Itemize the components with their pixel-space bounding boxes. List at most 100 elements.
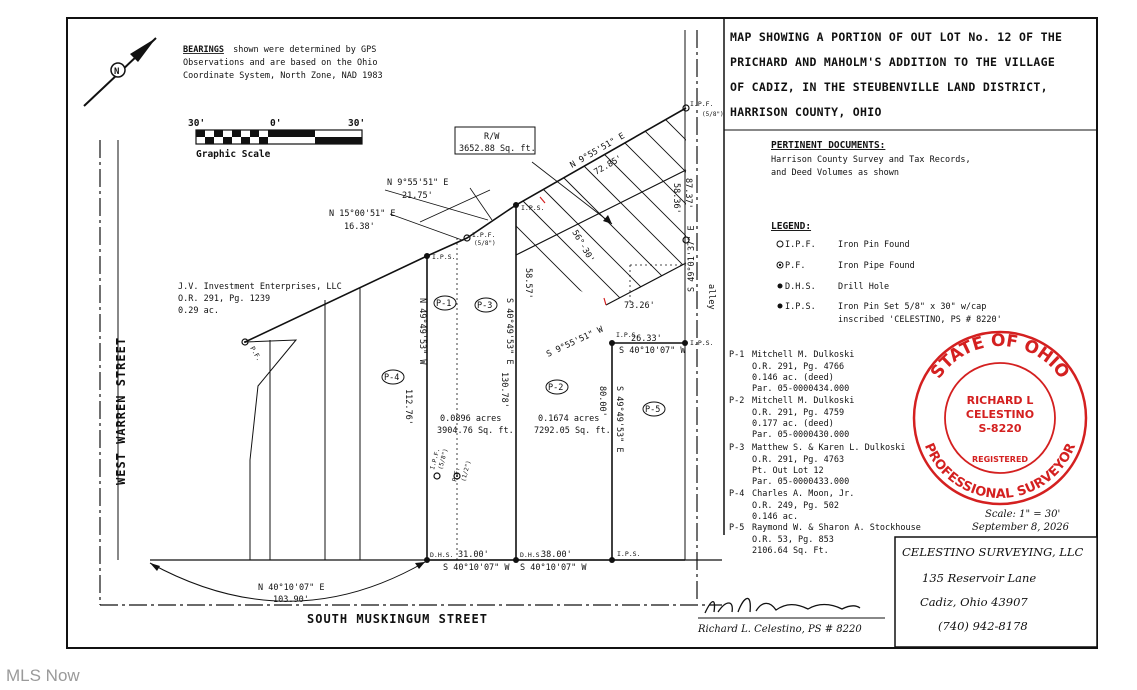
diag-bearing: S 9°55'51" W xyxy=(545,324,606,359)
p5-side-dist: 80.00' xyxy=(597,386,607,417)
graphic-scale: 30' 0' 30' Graphic Scale xyxy=(188,118,365,160)
iron-pin-found-icon xyxy=(682,104,690,112)
pin-ips-2: I.P.S. xyxy=(432,253,455,261)
parcel-owner-2: Matthew S. & Karen L. Dulkoski xyxy=(752,443,906,453)
surveyor-seal: STATE OF OHIO PROFESSIONAL SURVEYOR RICH… xyxy=(912,330,1088,506)
parcel-ac-4: 2106.64 Sq. Ft. xyxy=(752,546,829,556)
pin-dhs-2: D.H.S. xyxy=(520,551,543,559)
area1-acres: 0.0896 acres xyxy=(440,414,501,424)
bearing-b1: N 15°00'51" E xyxy=(329,209,396,219)
p4-label: P-4 xyxy=(384,373,399,383)
legend-text-0: Iron Pin Found xyxy=(838,240,910,250)
firm-street: 135 Reservoir Lane xyxy=(922,571,1036,585)
dist-5836: 58.36' xyxy=(671,183,681,214)
iron-pin-set-icon xyxy=(609,557,615,563)
pin-ipf-1-note: (5/8") xyxy=(702,111,724,118)
parcel-or-3: O.R. 249, Pg. 502 xyxy=(752,501,839,511)
bearings-line1: shown were determined by GPS xyxy=(233,45,376,55)
line-east-bearing: N 49°49'53" W xyxy=(417,298,427,365)
legend-text-3: Iron Pin Set 5/8" x 30" w/cap xyxy=(838,302,986,312)
p5-top-dist: 26.33' xyxy=(631,334,662,344)
seal-bottom-text: PROFESSIONAL SURVEYOR xyxy=(921,441,1079,502)
scale-left-label: 30' xyxy=(188,118,205,129)
seal-registered: REGISTERED xyxy=(972,455,1028,464)
area2-acres: 0.1674 acres xyxy=(538,414,599,424)
title-line1: MAP SHOWING A PORTION OF OUT LOT No. 12 … xyxy=(730,30,1062,44)
drill-hole-icon xyxy=(777,283,783,289)
pin-ipf-1: I.P.F. xyxy=(690,100,713,108)
scale-right-label: 30' xyxy=(348,118,365,129)
legend: LEGEND: I.P.F. Iron Pin Found P.F. Iron … xyxy=(771,221,1002,325)
arc-bearing: N 40°10'07" E xyxy=(258,583,325,593)
pin-ips-5: I.P.S. xyxy=(617,550,640,558)
legend-heading: LEGEND: xyxy=(771,221,811,232)
legend-code-0: I.P.F. xyxy=(785,240,816,250)
pin-pf-1: P.F. xyxy=(248,345,263,363)
angle-label: 56°-30' xyxy=(569,229,596,265)
iron-pin-set-icon xyxy=(682,340,688,346)
parcel-par-0: Par. 05-0000434.000 xyxy=(752,384,849,394)
title-line4: HARRISON COUNTY, OHIO xyxy=(730,105,882,119)
west-warren-street: WEST WARREN STREET xyxy=(114,337,128,485)
line-r-dist: 58.57' xyxy=(523,268,533,299)
bearings-line3: Coordinate System, North Zone, NAD 1983 xyxy=(183,71,383,81)
pin-pf-2-note: (1/2") xyxy=(460,460,472,483)
parcel-ac-1: 0.177 ac. (deed) xyxy=(752,419,834,429)
pin-ips-3: I.P.S. xyxy=(690,339,713,347)
seal-name2: CELESTINO xyxy=(966,408,1034,421)
east-line-bearing: S 49°01'37" E xyxy=(687,225,697,292)
drill-hole-icon xyxy=(513,557,519,563)
legend-code-3: I.P.S. xyxy=(785,302,816,312)
area1-sqft: 3904.76 Sq. ft. xyxy=(437,426,514,436)
p5-top-bearing: S 40°10'07" W xyxy=(619,346,686,356)
south-dist-38: 38.00' xyxy=(541,550,572,560)
seal-top-text: STATE OF OHIO xyxy=(927,331,1073,383)
parcel-id-1: P-2 xyxy=(729,396,744,406)
parcel-list: P-1 Mitchell M. Dulkoski O.R. 291, Pg. 4… xyxy=(729,350,921,556)
area2-sqft: 7292.05 Sq. ft. xyxy=(534,426,611,436)
line-mid-bearing: S 40°49'53" E xyxy=(504,298,514,365)
parcel-ac-0: 0.146 ac. (deed) xyxy=(752,373,834,383)
parcel-or-1: O.R. 291, Pg. 4759 xyxy=(752,408,844,418)
scale-caption: Graphic Scale xyxy=(196,149,271,160)
watermark: MLS Now xyxy=(6,666,80,685)
iron-pin-found-icon xyxy=(463,234,471,242)
pin-ips-1: I.P.S. xyxy=(521,204,544,212)
parcel-ac-2: Pt. Out Lot 12 xyxy=(752,466,824,476)
south-dist-31: 31.00' xyxy=(458,550,489,560)
pin-ipf-2: I.P.F. xyxy=(472,231,495,239)
parcel-id-0: P-1 xyxy=(729,350,744,360)
seal-number: S-8220 xyxy=(978,422,1021,435)
signature-caption: Richard L. Celestino, PS # 8220 xyxy=(697,624,862,635)
legend-text-1: Iron Pipe Found xyxy=(838,261,915,271)
parcel-par-2: Par. 05-0000433.000 xyxy=(752,477,849,487)
iron-pin-found-icon xyxy=(682,236,690,244)
legend-text-2: Drill Hole xyxy=(838,282,889,292)
parcel-par-1: Par. 05-0000430.000 xyxy=(752,430,849,440)
firm-name: CELESTINO SURVEYING, LLC xyxy=(902,545,1084,559)
jv-owner: J.V. Investment Enterprises, LLC xyxy=(178,282,342,292)
p1-label: P-1 xyxy=(436,299,451,309)
south-bearing-31: S 40°10'07" W xyxy=(443,563,510,573)
iron-pin-set-icon xyxy=(609,340,615,346)
pertinent-line1: Harrison County Survey and Tax Records, xyxy=(771,155,971,165)
south-muskingum-street: SOUTH MUSKINGUM STREET xyxy=(307,612,488,626)
p2-label: P-2 xyxy=(548,383,563,393)
outer-border xyxy=(66,17,1098,649)
parcel-id-2: P-3 xyxy=(729,443,744,453)
parcel-or-2: O.R. 291, Pg. 4763 xyxy=(752,455,844,465)
pin-ips-4: I.P.S. xyxy=(616,331,639,339)
bearing-b3-dist: 72.85' xyxy=(593,154,625,178)
pin-pf-2: P.F. xyxy=(451,467,462,483)
p5-label: P-5 xyxy=(645,405,660,415)
firm-block: CELESTINO SURVEYING, LLC 135 Reservoir L… xyxy=(894,536,1098,648)
parcel-or-0: O.R. 291, Pg. 4766 xyxy=(752,362,844,372)
date-note: September 8, 2026 xyxy=(972,522,1070,533)
iron-pin-set-icon xyxy=(424,253,430,259)
jv-or: O.R. 291, Pg. 1239 xyxy=(178,294,270,304)
parcel-or-4: O.R. 53, Pg. 853 xyxy=(752,535,834,545)
p5-side-bearing: S 49°49'53" E xyxy=(614,386,624,453)
rw-area: 3652.88 Sq. ft. xyxy=(459,144,536,154)
parcel-ac-3: 0.146 ac. xyxy=(752,512,798,522)
